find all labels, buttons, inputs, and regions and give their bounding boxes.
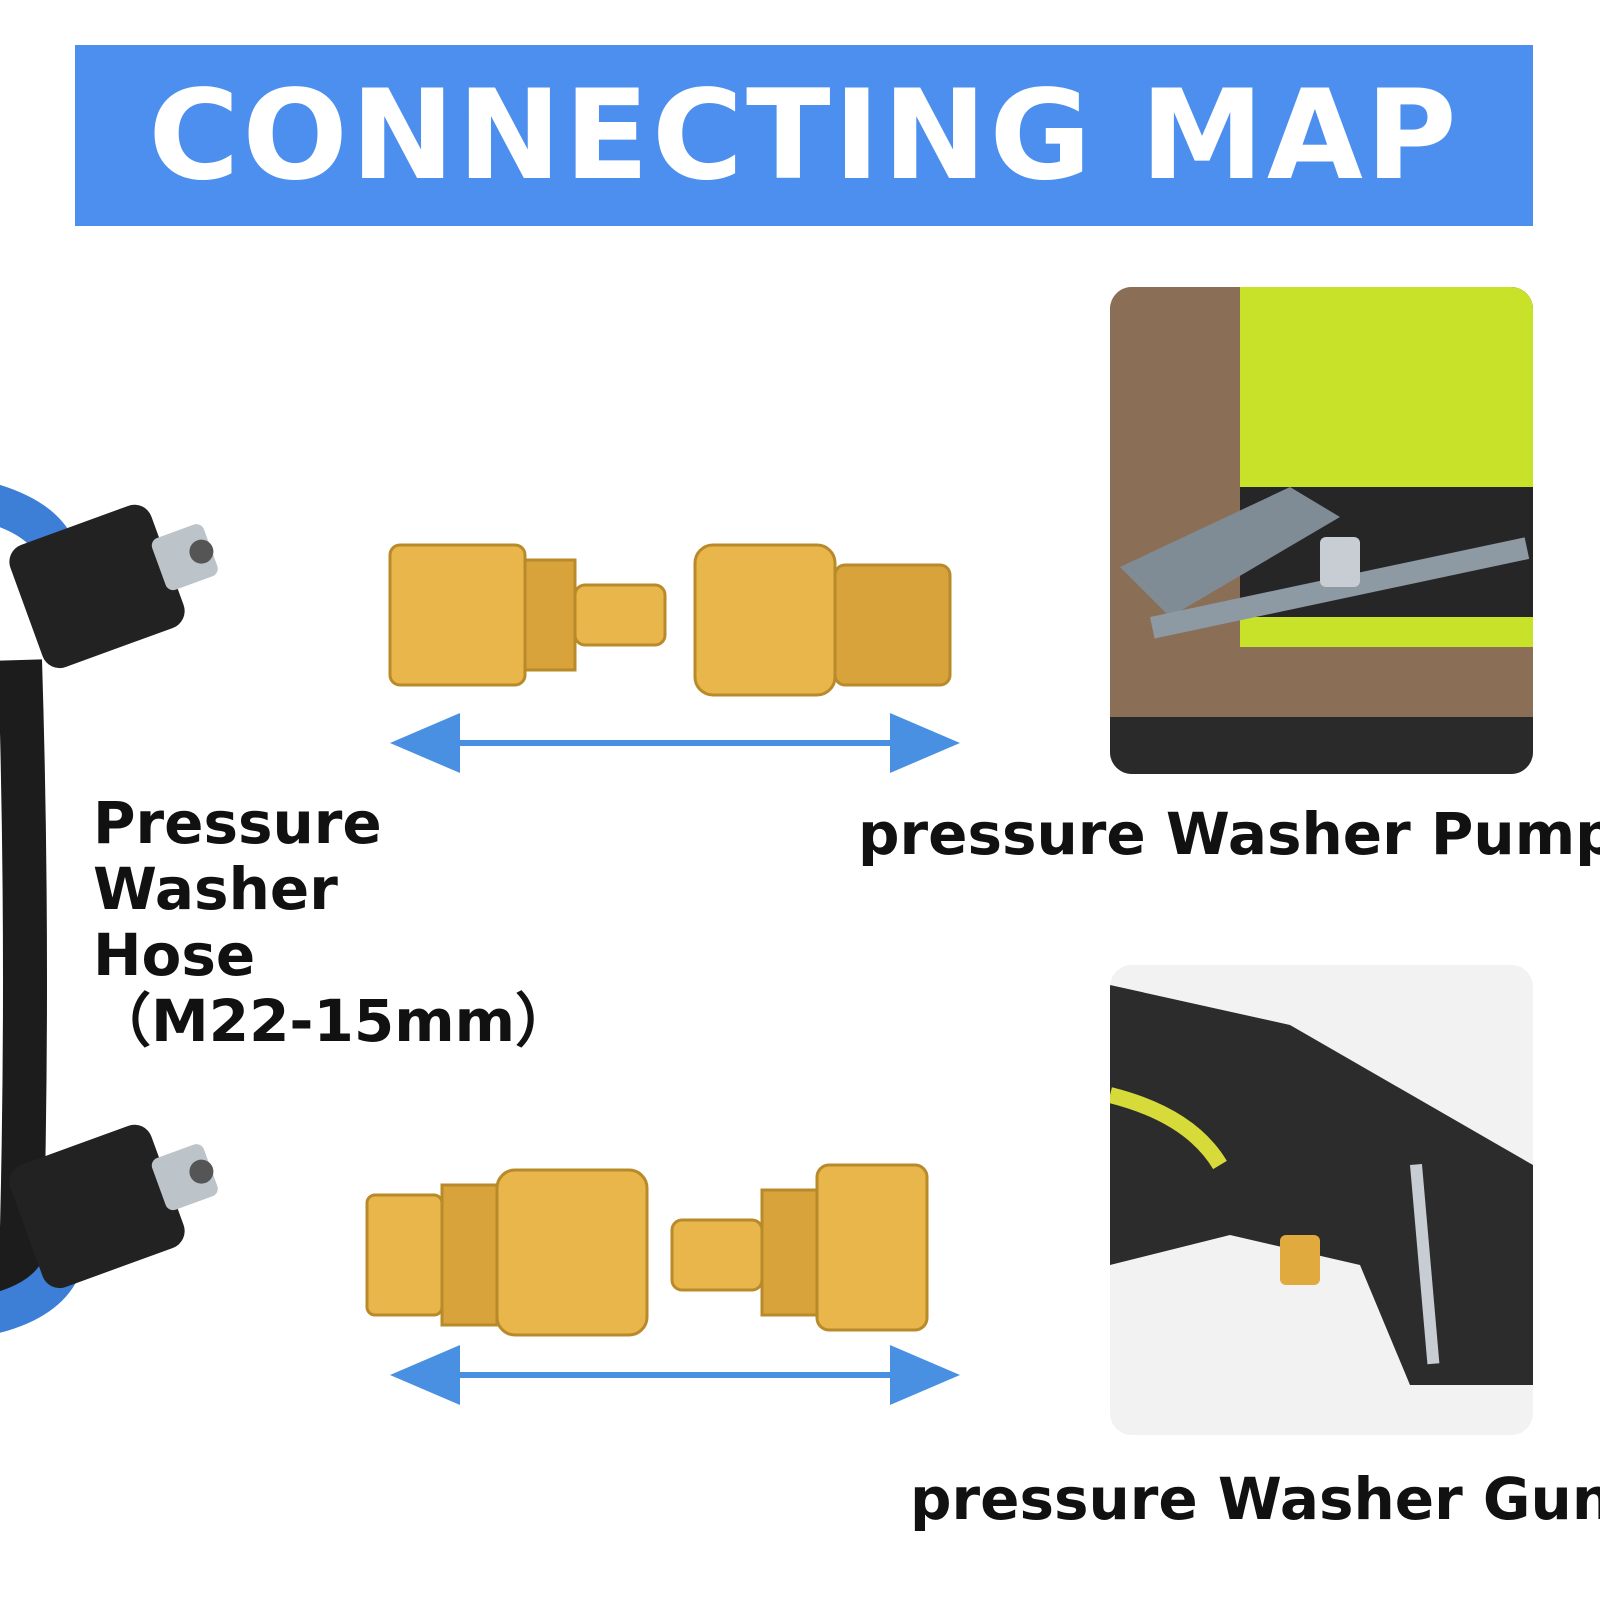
washer-pump-photo (1110, 287, 1533, 774)
gun-label: pressure Washer Gun (910, 1465, 1600, 1533)
banner-title: CONNECTING MAP (148, 63, 1460, 208)
hose-label-line-1: Pressure (93, 789, 382, 857)
double-arrow-bottom (390, 1345, 960, 1405)
double-arrow-top (390, 713, 960, 773)
hose-label-line-4: （M22-15mm） (93, 987, 574, 1055)
hose-image (0, 484, 218, 1333)
hose-label: Pressure Washer Hose （M22-15mm） (93, 790, 573, 1054)
title-banner: CONNECTING MAP (75, 45, 1533, 226)
brass-fittings-top (388, 543, 952, 697)
hose-label-line-3: Hose (93, 921, 256, 989)
brass-fittings-bottom (365, 1163, 929, 1337)
pump-label: pressure Washer Pump (858, 800, 1600, 868)
hose-label-line-2: Washer (93, 855, 338, 923)
washer-gun-photo (1110, 965, 1533, 1435)
